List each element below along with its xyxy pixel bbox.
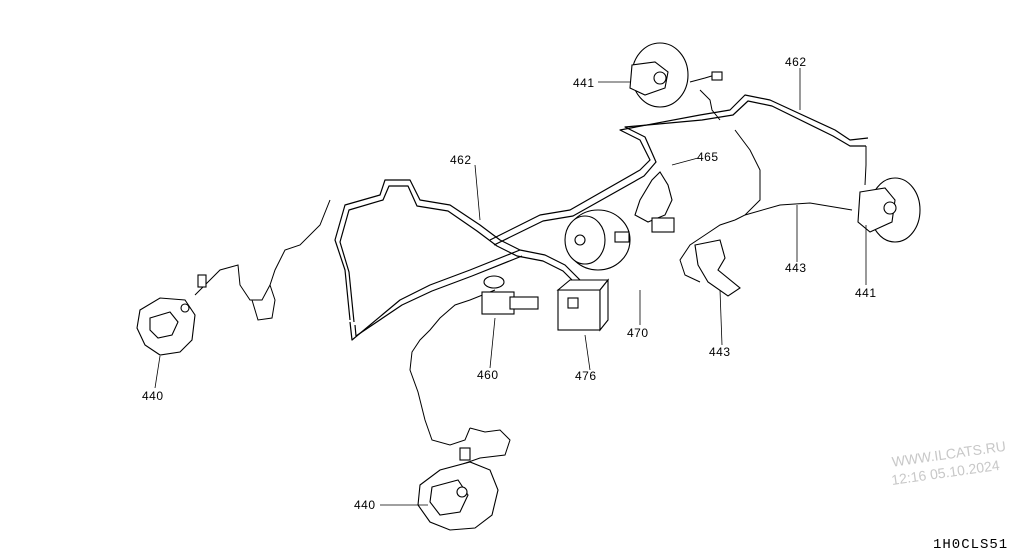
label-460: 460 — [477, 368, 499, 382]
wheel-assembly-441-top — [629, 42, 723, 108]
diagram-code: 1H0CLS51 — [933, 537, 1008, 553]
pedal-assembly-465 — [634, 171, 675, 233]
label-470: 470 — [627, 326, 649, 340]
master-cylinder-460 — [481, 275, 539, 315]
wheel-assembly-441-right — [857, 177, 921, 243]
label-476: 476 — [575, 369, 597, 383]
label-440-bottom: 440 — [354, 498, 376, 512]
label-441-top: 441 — [573, 76, 595, 90]
wheel-assembly-440-left — [136, 274, 207, 356]
brake-booster-470 — [564, 209, 631, 271]
label-443-right: 443 — [785, 261, 807, 275]
label-462-center: 462 — [450, 153, 472, 167]
brake-pipes — [194, 74, 869, 466]
label-440-left: 440 — [142, 389, 164, 403]
wheel-assembly-440-bottom — [417, 447, 499, 531]
watermark: WWW.ILCATS.RU 12:16 05.10.2024 — [890, 438, 1006, 488]
bracket-443 — [694, 239, 741, 297]
part-labels: 462 462 441 441 465 443 443 470 476 460 … — [142, 55, 877, 512]
abs-actuator-476 — [556, 278, 610, 332]
label-462-top: 462 — [785, 55, 807, 69]
label-465: 465 — [697, 150, 719, 164]
label-443-center: 443 — [709, 345, 731, 359]
label-441-right: 441 — [855, 286, 877, 300]
leader-lines — [154, 68, 867, 506]
